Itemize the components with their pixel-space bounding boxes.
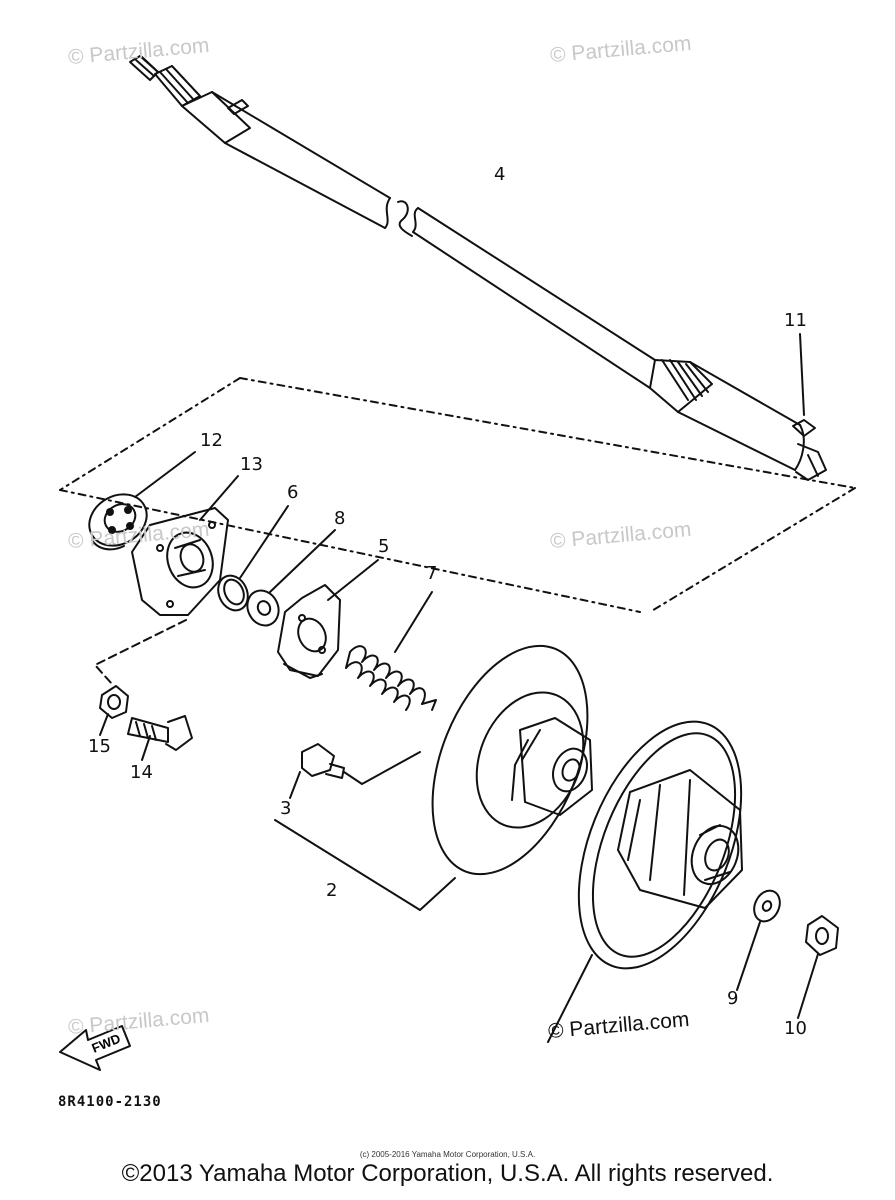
nut-15: [99, 685, 129, 719]
snap-ring-6: [217, 574, 249, 612]
washer-8: [246, 589, 280, 627]
callout-9: 9: [727, 988, 739, 1009]
callout-15: 15: [88, 736, 111, 757]
spring-7: [345, 645, 437, 711]
reference-box: [59, 377, 856, 613]
screw-3: [301, 743, 345, 779]
callout-4: 4: [494, 164, 506, 185]
callout-13: 13: [240, 454, 263, 475]
callout-6: 6: [287, 482, 299, 503]
copyright: ©2013 Yamaha Motor Corporation, U.S.A. A…: [121, 1160, 774, 1187]
fixed-sheave-2: [431, 644, 593, 876]
copyright-small: (c) 2005-2016 Yamaha Motor Corporation, …: [359, 1150, 536, 1159]
callout-7: 7: [426, 563, 438, 584]
callout-3: 3: [280, 798, 292, 819]
key-11: [792, 419, 816, 437]
callout-10: 10: [784, 1018, 807, 1039]
fwd-arrow-icon: [59, 1025, 131, 1071]
washer-9: [753, 889, 781, 923]
callout-8: 8: [334, 508, 346, 529]
cam-5: [277, 584, 341, 679]
bearing-12: [88, 493, 148, 551]
shaft: [129, 55, 827, 481]
plate-13: [131, 507, 229, 616]
bolt-14: [127, 715, 193, 751]
drawing-code: 8R4100-2130: [58, 1094, 162, 1110]
callout-2: 2: [326, 880, 338, 901]
callout-12: 12: [200, 430, 223, 451]
movable-sheave: [577, 720, 743, 970]
callout-5: 5: [378, 536, 390, 557]
nut-10: [805, 915, 839, 956]
callout-11: 11: [784, 310, 807, 331]
callout-14: 14: [130, 762, 153, 783]
